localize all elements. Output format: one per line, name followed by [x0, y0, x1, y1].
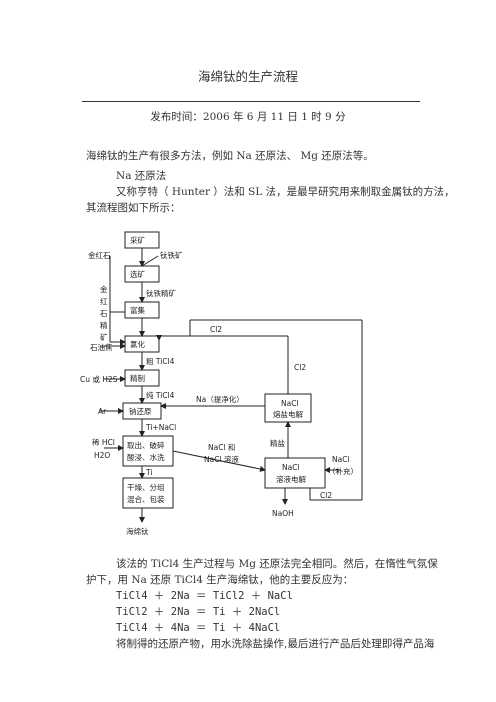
label-rutile: 金红石	[88, 250, 111, 260]
process-flowchart: 采矿 选矿 富集 氯化 精制 钠还原 取出、破碎 酸浸、水洗 干燥、分组 混合、…	[80, 231, 363, 536]
label-rutile-v4: 精	[100, 320, 108, 330]
section-text-line-1: 又称亨特（ Hunter ）法和 SL 法，是最早研究用来制取金属钛的方法，	[116, 186, 455, 198]
label-petroleum-coke: 石油焦	[90, 342, 113, 352]
box-aq-electrolysis	[264, 457, 326, 489]
label-rutile-v5: 矿	[100, 332, 108, 342]
label-cl2-mid: Cl2	[294, 363, 306, 372]
intro-paragraph: 海绵钛的生产有很多方法，例如 Na 还原法、 Mg 还原法等。	[86, 150, 374, 162]
box-na-reduction-label: 钠还原	[129, 406, 152, 416]
box-chlorination-label: 氯化	[130, 339, 145, 349]
title-divider	[82, 101, 420, 102]
reaction-2: TiCl2 ＋ 2Na ＝ Ti ＋ 2NaCl	[116, 606, 281, 618]
label-h2o: H2O	[94, 451, 110, 460]
label-ar: Ar	[98, 407, 107, 416]
box-aq-line2: 溶液电解	[276, 474, 306, 484]
box-final	[122, 477, 174, 509]
label-ilmenite: 钛铁矿	[160, 250, 183, 260]
section-text-line-2: 其流程图如下所示：	[86, 202, 181, 214]
box-leach-line2: 酸浸、水洗	[127, 452, 165, 462]
box-dressing-label: 选矿	[130, 269, 145, 279]
label-refined-salt: 精盐	[270, 438, 285, 448]
label-ti: Ti	[145, 468, 152, 477]
label-na-purified: Na（提净化）	[196, 394, 244, 404]
label-cl2-bottom: Cl2	[320, 491, 332, 500]
box-final-line2: 混合、包装	[127, 494, 165, 504]
label-cl2-top: Cl2	[210, 325, 222, 334]
label-supplement-line2: （补充）	[328, 466, 358, 476]
page-title: 海绵钛的生产流程	[197, 69, 298, 84]
reaction-3: TiCl4 ＋ 4Na ＝ Ti ＋ 4NaCl	[116, 622, 281, 634]
label-naoh: NaOH	[272, 509, 294, 518]
label-cu-h2s: Cu 或 H2S	[80, 374, 118, 384]
label-pure-ticl4: 纯 TiCl4	[146, 390, 175, 400]
box-leach-line1: 取出、破碎	[127, 440, 165, 450]
last-line: 将制得的还原产物，用水洗除盐操作,最后进行产品后处理即得产品海	[116, 638, 435, 650]
section-heading: Na 还原法	[116, 170, 167, 182]
after-text-line-2: 护下，用 Na 还原 TiCl4 生产海绵钛，他的主要反应为：	[86, 574, 354, 586]
box-enrich-label: 富集	[130, 305, 145, 315]
label-supplement-line1: NaCl	[332, 455, 350, 464]
label-rutile-v3: 石	[100, 309, 108, 318]
publish-time: 发布时间：2006 年 6 月 11 日 1 时 9 分	[150, 111, 346, 123]
label-rutile-v1: 金	[100, 284, 108, 294]
label-ti-nacl: Ti+NaCl	[145, 423, 176, 432]
label-nacl-line1: NaCl 和	[208, 443, 235, 452]
label-crude-ticl4: 粗 TiCl4	[146, 356, 175, 366]
label-nacl-line2: NaCl 溶液	[204, 454, 239, 464]
box-mining-label: 采矿	[130, 235, 145, 245]
label-rutile-v2: 红	[100, 296, 108, 306]
label-ti-iron-concentrate: 钛铁精矿	[146, 288, 176, 298]
label-dilute-hcl: 稀 HCl	[92, 437, 115, 447]
box-aq-line1: NaCl	[282, 463, 300, 472]
after-text-line-1: 该法的 TiCl4 生产过程与 Mg 还原法完全相同。然后，在惰性气氛保	[116, 558, 438, 570]
reaction-1: TiCl4 ＋ 2Na ＝ TiCl2 ＋ NaCl	[116, 590, 293, 602]
box-refining-label: 精制	[130, 373, 145, 383]
label-product: 海绵钛	[126, 526, 149, 536]
box-fused-line2: 熔盐电解	[273, 409, 303, 419]
box-final-line1: 干燥、分组	[127, 482, 165, 492]
box-fused-line1: NaCl	[281, 399, 299, 408]
